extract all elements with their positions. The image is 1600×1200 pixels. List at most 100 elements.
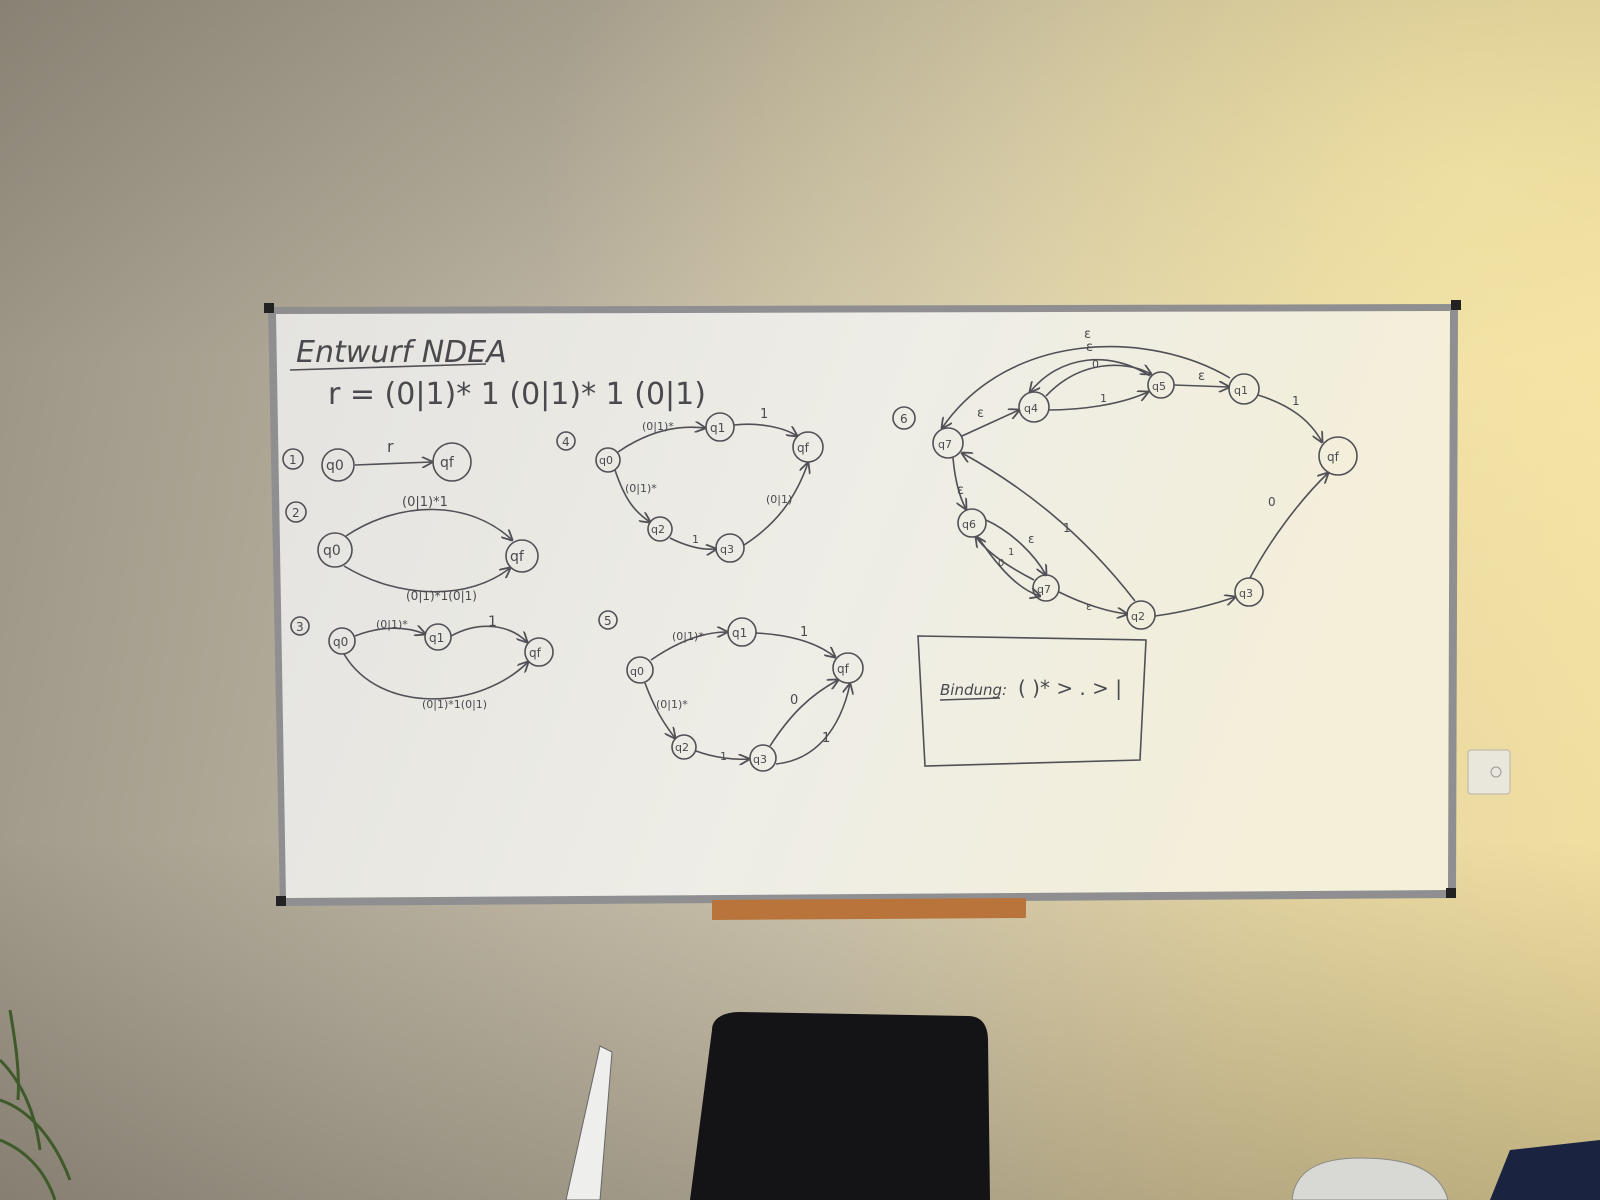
- state-label: qf: [1327, 450, 1340, 464]
- transition-arrow: [345, 508, 512, 540]
- transition-label: 1: [760, 407, 768, 422]
- frame-corner: [276, 896, 286, 906]
- transition-label: ε: [1086, 600, 1092, 613]
- step-number-badge: [556, 431, 576, 451]
- transition-label: 1: [1100, 392, 1107, 405]
- transition-arrow: [1154, 597, 1235, 617]
- state-label: q0: [630, 665, 644, 678]
- state-node: [424, 623, 452, 651]
- transition-label: 0: [998, 558, 1004, 569]
- transition-arrow: [769, 680, 838, 747]
- transition-arrow: [985, 519, 1046, 575]
- step-4-diagram: 4 q0 q1 qf q2 q3 (0|1)* 1 (0|1)* 1 (0|1): [556, 407, 824, 563]
- step-6-diagram: 6 q7 q4 q5 q1 qf q6 q7 q2 q3 ε 0: [892, 327, 1358, 630]
- state-label: q2: [1131, 610, 1145, 623]
- transition-arrow: [977, 536, 1040, 596]
- transition-label: 0: [1268, 495, 1276, 509]
- state-label: q7: [1037, 583, 1051, 596]
- state-node: [317, 532, 353, 568]
- transition-arrow: [669, 537, 716, 549]
- transition-label: (0|1)*: [642, 420, 674, 433]
- state-label: q1: [429, 631, 444, 645]
- frame-corner: [264, 303, 274, 313]
- state-node: [626, 656, 654, 684]
- transition-arrow: [644, 682, 675, 738]
- transition-label: 1: [1063, 521, 1071, 535]
- transition-arrow: [1058, 591, 1127, 614]
- state-node: [1318, 436, 1358, 476]
- transition-label: (0|1)*1: [402, 495, 448, 510]
- transition-arrow: [1047, 392, 1148, 411]
- step-3-diagram: 3 q0 q1 qf (0|1)* 1 (0|1)*1(0|1): [290, 614, 554, 711]
- state-label: q0: [333, 635, 348, 649]
- transition-label: ε: [1198, 369, 1205, 384]
- step-number: 3: [296, 620, 304, 634]
- state-label: q0: [323, 543, 341, 559]
- state-label: q3: [720, 543, 734, 556]
- transition-label: ε: [1084, 327, 1091, 342]
- step-number-badge: [598, 610, 618, 630]
- state-label: q2: [675, 741, 689, 754]
- step-number-badge: [290, 616, 310, 636]
- transition-label: ε: [957, 483, 964, 498]
- state-label: qf: [529, 646, 542, 660]
- transition-arrow: [614, 469, 650, 522]
- note-label: Bindung:: [940, 681, 1007, 699]
- transition-arrow: [617, 427, 705, 453]
- transition-arrow: [1257, 394, 1322, 442]
- step-number-badge: [892, 406, 916, 430]
- transition-arrow: [1045, 365, 1151, 397]
- plant: [0, 1009, 72, 1200]
- transition-arrow: [650, 632, 727, 661]
- transition-label: (0|1)*1(0|1): [406, 589, 477, 603]
- transition-arrow: [733, 423, 797, 436]
- transition-label: 1: [1008, 547, 1014, 558]
- switch-knob-icon: [1490, 766, 1502, 778]
- transition-label: (0|1)*: [625, 482, 657, 495]
- note-expression: ( )* > . > |: [1018, 676, 1122, 700]
- state-node: [321, 448, 355, 482]
- state-label: q7: [938, 438, 952, 451]
- state-label: qf: [440, 455, 455, 471]
- state-label: q1: [710, 421, 725, 435]
- transition-arrow: [1249, 473, 1328, 579]
- frame-corner: [1446, 888, 1456, 898]
- step-number: 4: [562, 435, 570, 449]
- transition-label: ε: [1028, 532, 1035, 546]
- step-5-diagram: 5 q0 q1 qf q2 q3 (0|1)* 1 (0|1)* 1 0 1: [598, 610, 864, 772]
- step-number-badge: [285, 501, 307, 523]
- transition-label: (0|1)*: [376, 618, 408, 631]
- step-number-badge: [282, 448, 304, 470]
- laptop-screen: [565, 1045, 613, 1200]
- transition-arrow: [1030, 359, 1151, 392]
- transition-label: 1: [822, 731, 830, 746]
- state-node: [671, 734, 697, 760]
- transition-label: (0|1): [766, 493, 792, 506]
- transition-arrow: [354, 628, 425, 637]
- blue-object: [1490, 1140, 1600, 1200]
- transition-arrow: [343, 565, 510, 593]
- chair-back: [690, 1012, 990, 1200]
- state-label: q3: [1239, 587, 1253, 600]
- transition-arrow: [343, 653, 528, 700]
- light-switch[interactable]: [1467, 749, 1511, 795]
- transition-arrow: [1173, 385, 1229, 387]
- state-node: [647, 516, 673, 542]
- transition-label: 1: [800, 625, 808, 640]
- transition-label: ε: [1086, 340, 1093, 355]
- transition-label: 1: [488, 614, 497, 630]
- whiteboard: [264, 300, 1461, 906]
- state-label: q1: [1234, 384, 1248, 397]
- transition-label: r: [387, 437, 394, 456]
- board-regex: r = (0|1)* 1 (0|1)* 1 (0|1): [328, 377, 706, 412]
- transition-label: (0|1)*: [656, 698, 688, 711]
- step-number: 6: [900, 412, 908, 426]
- transition-arrow: [775, 684, 850, 765]
- transition-label: 1: [720, 750, 727, 763]
- state-label: q6: [962, 518, 976, 531]
- state-label: q0: [326, 458, 344, 474]
- state-label: q5: [1152, 380, 1166, 393]
- transition-label: 0: [1092, 358, 1099, 371]
- transition-arrow: [743, 463, 808, 546]
